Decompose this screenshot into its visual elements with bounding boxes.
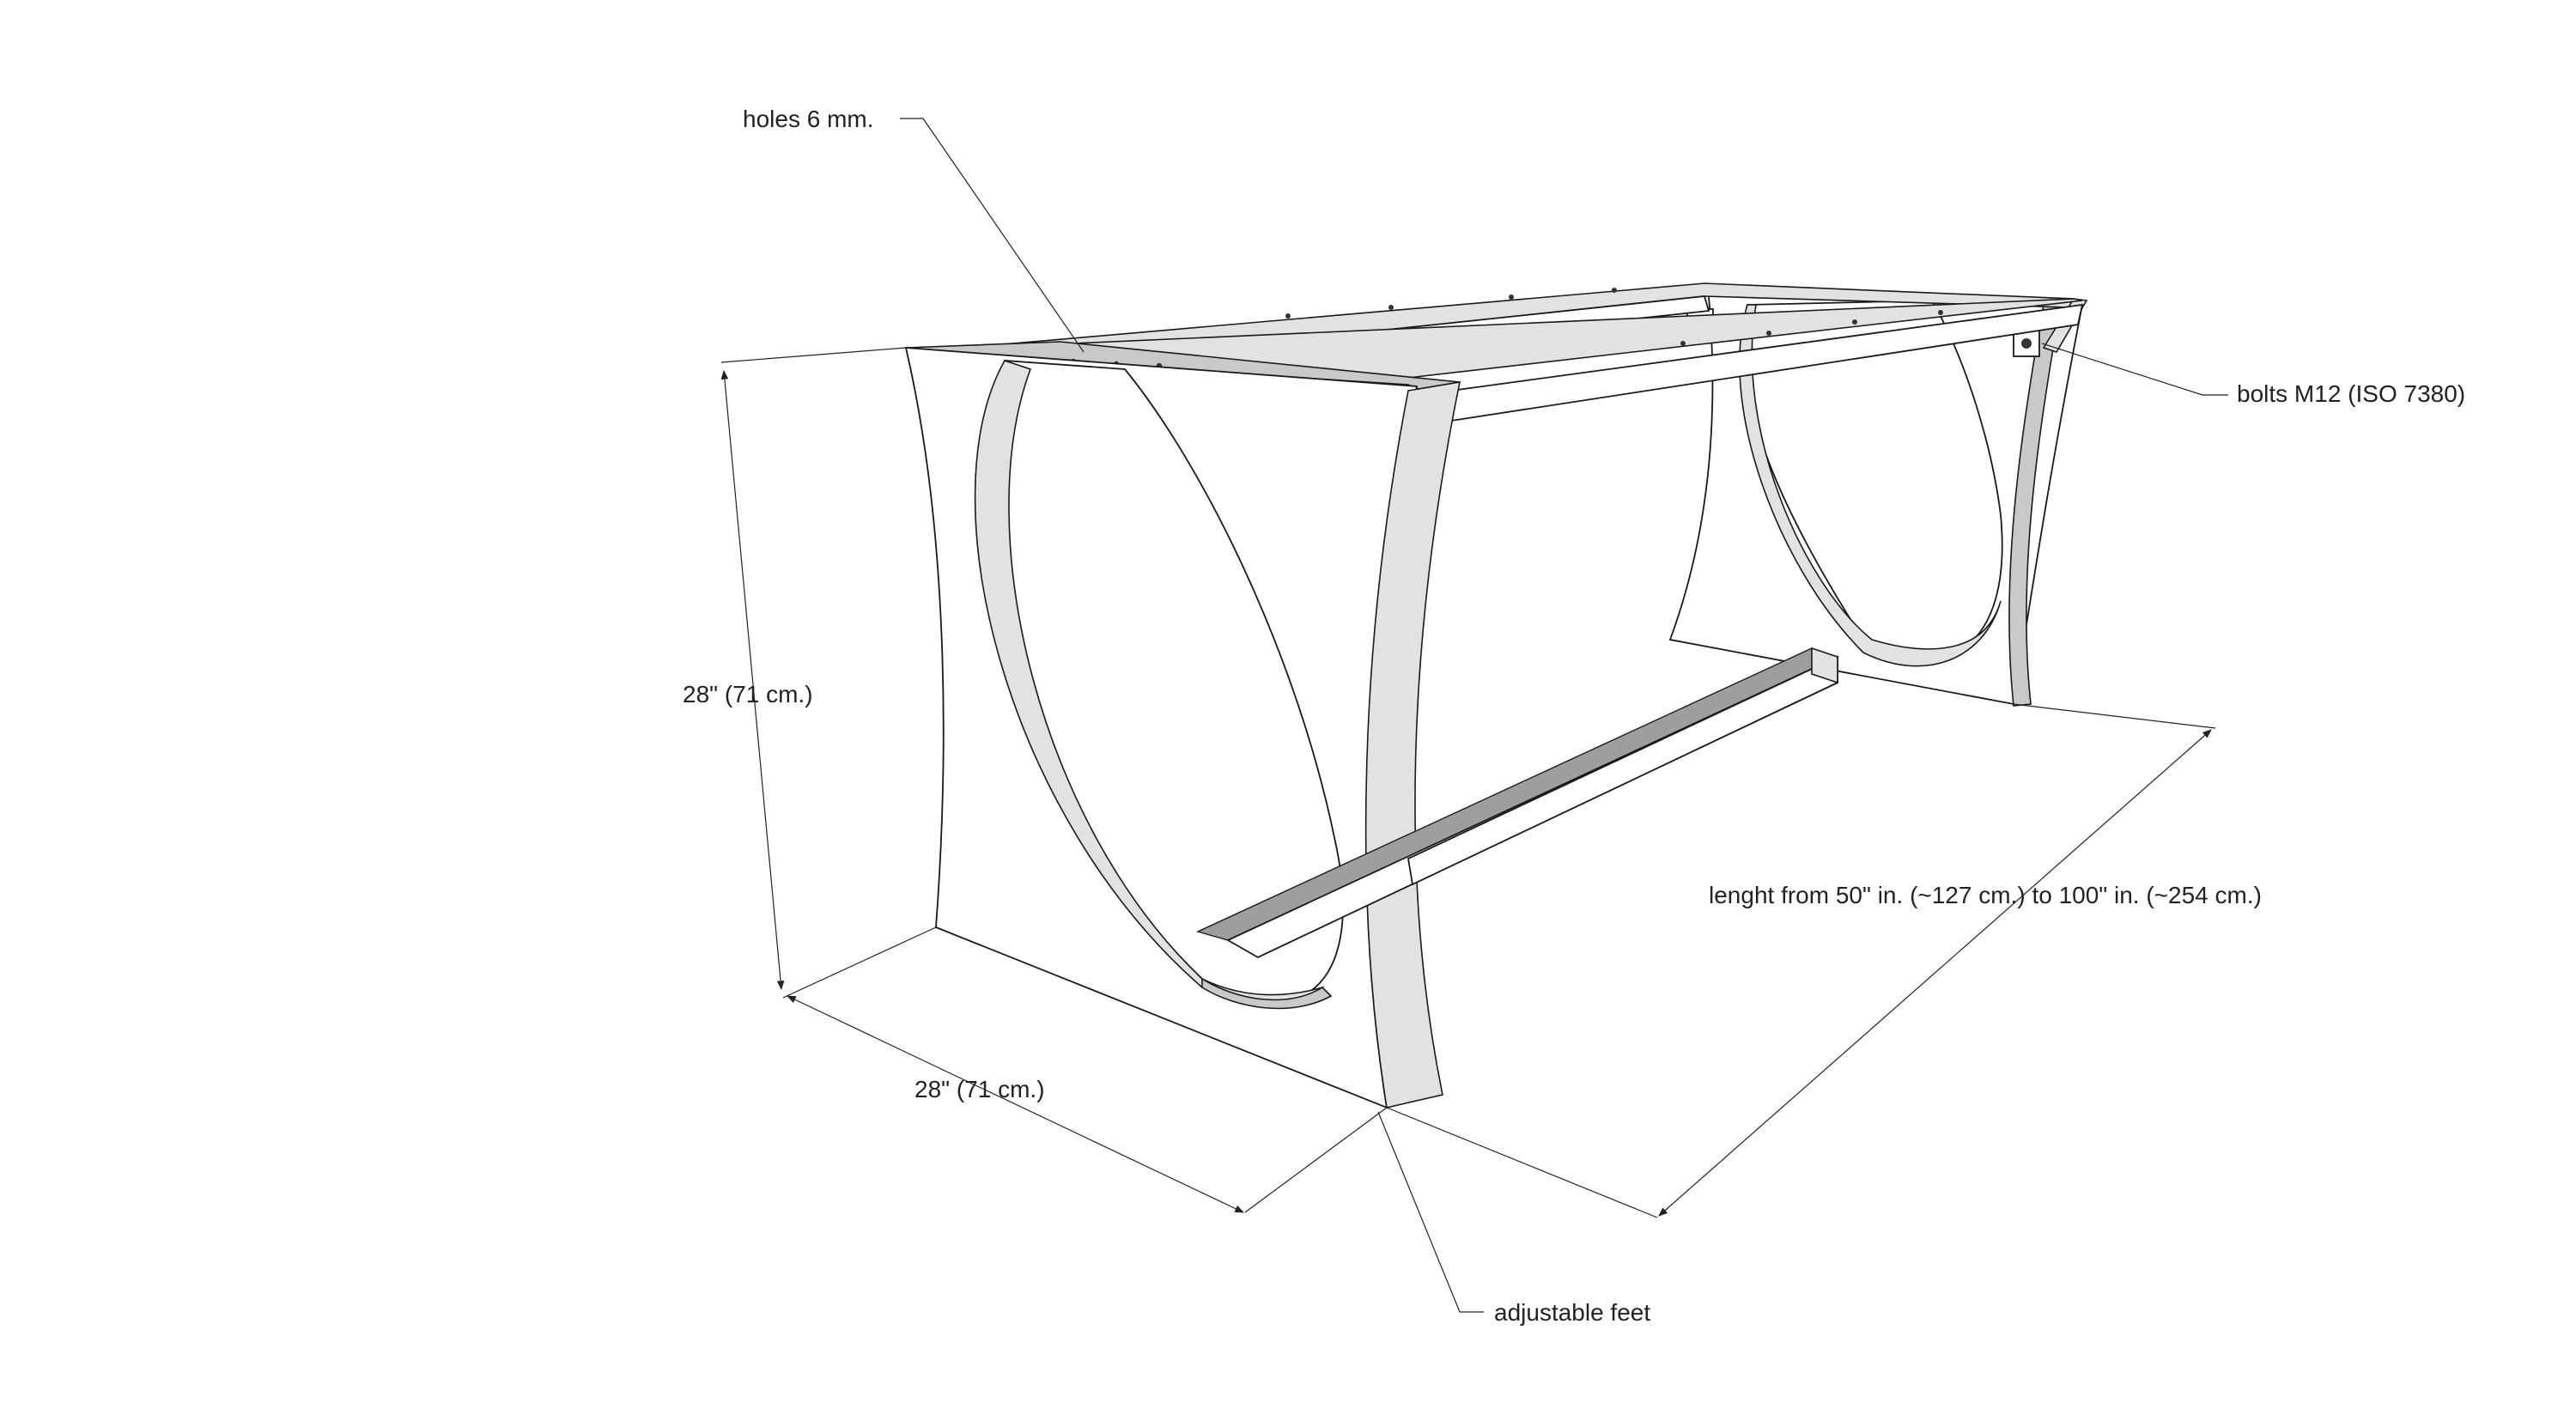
holes-leader	[900, 118, 1084, 353]
feet-leader	[1377, 1111, 1484, 1313]
bolts-label: bolts M12 (ISO 7380)	[2237, 380, 2465, 407]
bolts-leader	[2041, 343, 2228, 396]
width-label: 28" (71 cm.)	[914, 1076, 1045, 1102]
feet-label: adjustable feet	[1494, 1299, 1650, 1326]
width-dimension-line	[787, 995, 1244, 1213]
length-label: lenght from 50" in. (~127 cm.) to 100" i…	[1709, 882, 2262, 908]
height-label: 28" (71 cm.)	[683, 681, 813, 708]
holes-label: holes 6 mm.	[743, 106, 874, 132]
dimension-lines	[720, 118, 2228, 1313]
length-dimension-line	[1658, 729, 2212, 1217]
labels: holes 6 mm. bolts M12 (ISO 7380) 28" (71…	[683, 106, 2465, 1326]
height-dimension-line	[720, 369, 785, 991]
back-leg	[1668, 295, 2084, 707]
front-leg	[904, 347, 1461, 1109]
